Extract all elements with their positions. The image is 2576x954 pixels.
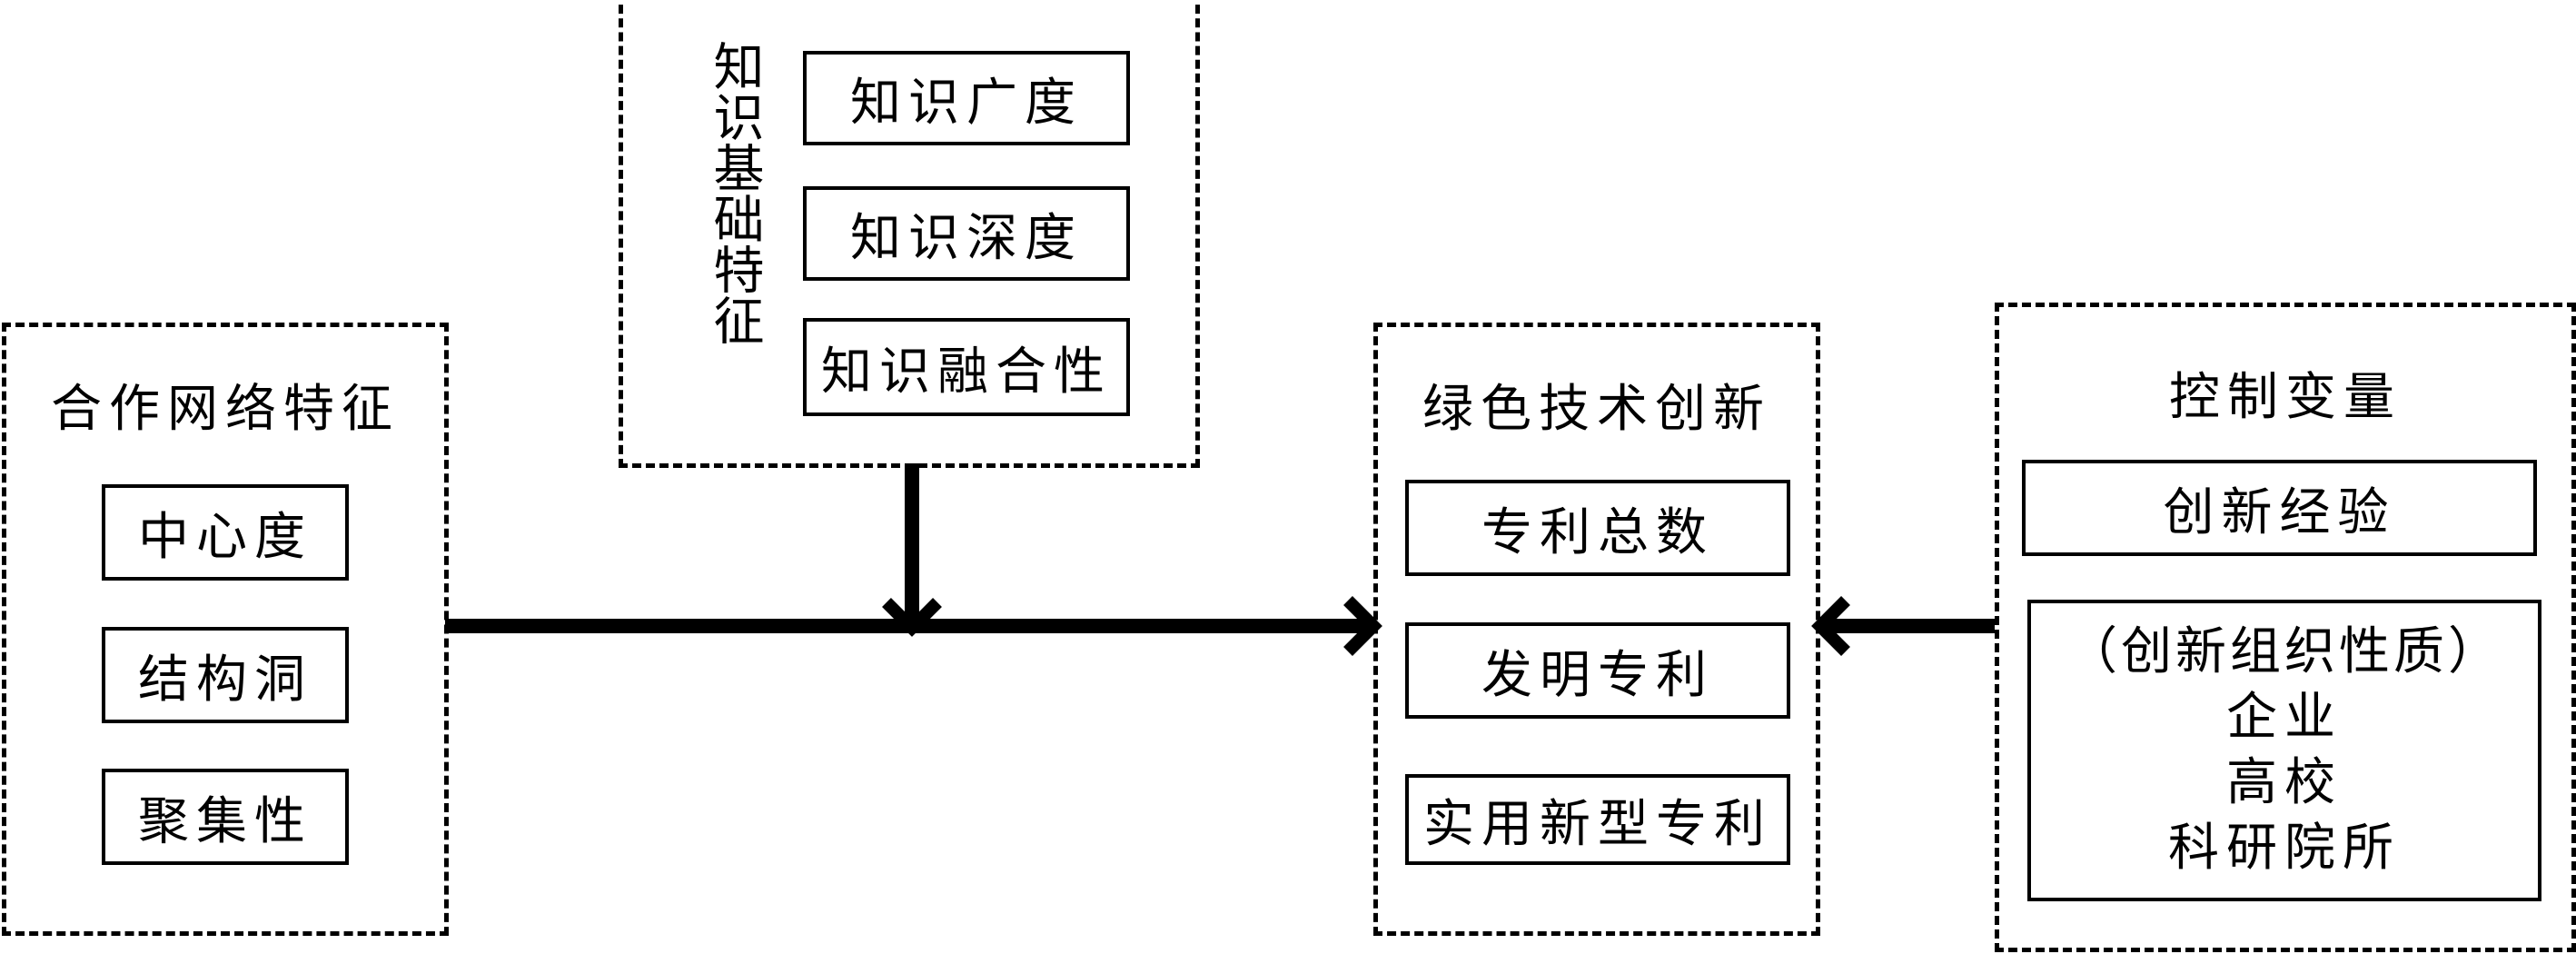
structural-holes-box: 结构洞 xyxy=(102,627,349,723)
knowledge-breadth-box: 知识广度 xyxy=(803,51,1130,145)
control-variables-group xyxy=(1995,303,2576,952)
knowledge-fusion-box: 知识融合性 xyxy=(803,318,1130,416)
org-type-research-institute: 科研院所 xyxy=(2168,819,2401,878)
total-patents-box: 专利总数 xyxy=(1405,480,1790,576)
green-innovation-title: 绿色技术创新 xyxy=(1422,380,1771,439)
invention-patents-box: 发明专利 xyxy=(1405,622,1790,719)
network-features-group xyxy=(2,323,449,936)
innovation-experience-box: 创新经验 xyxy=(2022,460,2537,556)
network-features-title: 合作网络特征 xyxy=(51,380,400,439)
org-type-university: 高校 xyxy=(2226,753,2343,812)
control-variables-title: 控制变量 xyxy=(2169,368,2402,427)
knowledge-features-group xyxy=(619,0,1200,468)
green-innovation-group xyxy=(1373,323,1820,936)
knowledge-depth-box: 知识深度 xyxy=(803,186,1130,281)
clustering-box: 聚集性 xyxy=(102,769,349,865)
org-nature-heading: （创新组织性质） xyxy=(2066,622,2502,681)
arrowhead-down xyxy=(882,598,942,637)
centrality-box: 中心度 xyxy=(102,484,349,581)
org-type-enterprise: 企业 xyxy=(2226,688,2343,747)
knowledge-features-title: 知识基础特征 xyxy=(705,40,764,345)
utility-model-patents-box: 实用新型专利 xyxy=(1405,774,1790,865)
arrowhead-to-green-from-control xyxy=(1811,596,1850,656)
org-nature-box: （创新组织性质） 企业 高校 科研院所 xyxy=(2027,600,2541,901)
